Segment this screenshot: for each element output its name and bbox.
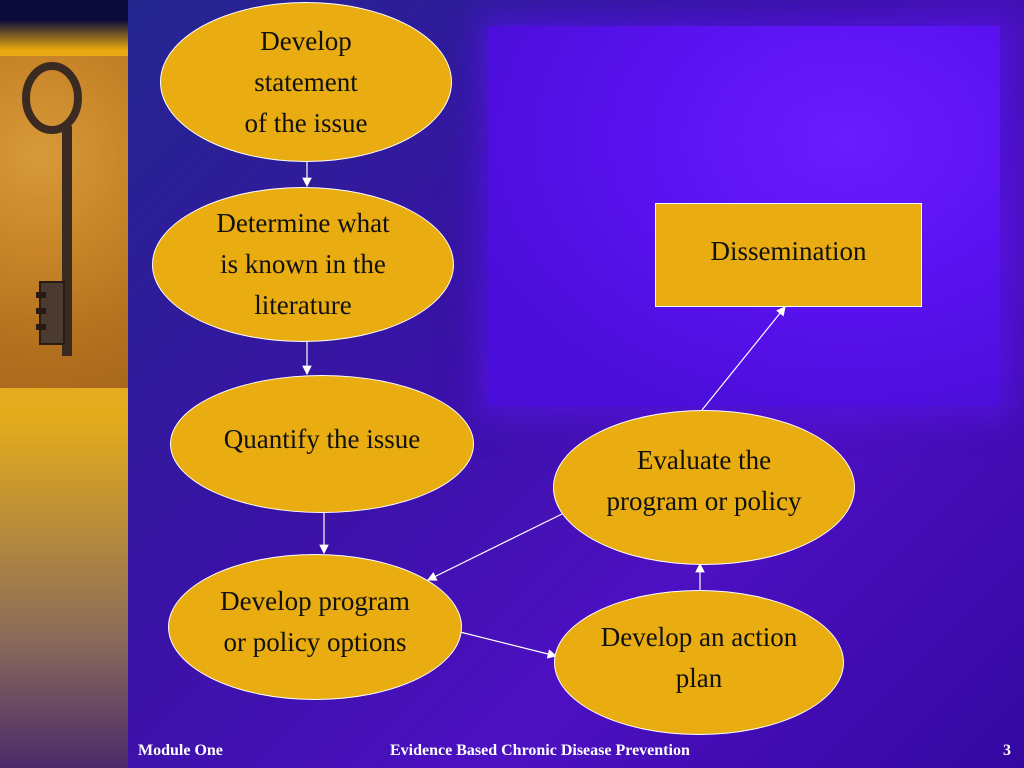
key-icon (22, 62, 82, 356)
node-quantify-issue-label: Quantify the issue (223, 423, 421, 454)
node-develop-statement: Develop statement of the issue (160, 2, 452, 162)
arrow-options-to-action (459, 631, 558, 659)
node-determine-known-label: Determine what is known in the literatur… (216, 208, 390, 320)
footer-page-number: 3 (1003, 742, 1011, 759)
node-dissemination: Dissemination (655, 203, 922, 307)
node-evaluate-label: Evaluate the program or policy (606, 444, 802, 516)
node-action-plan: Develop an action plan (554, 590, 844, 735)
footer: Module One Evidence Based Chronic Diseas… (0, 740, 1024, 764)
footer-module: Module One (138, 742, 223, 759)
footer-title: Evidence Based Chronic Disease Preventio… (390, 742, 690, 759)
node-dissemination-label: Dissemination (710, 235, 867, 266)
node-develop-options: Develop program or policy options (168, 554, 462, 700)
node-quantify-issue: Quantify the issue (170, 375, 474, 513)
node-develop-options-label: Develop program or policy options (220, 586, 410, 657)
arrow-evaluate-to-dissemination (701, 306, 786, 411)
node-determine-known: Determine what is known in the literatur… (152, 187, 454, 342)
node-evaluate: Evaluate the program or policy (553, 410, 855, 565)
node-action-plan-label: Develop an action plan (600, 621, 798, 693)
key-image (0, 56, 128, 388)
node-develop-statement-label: Develop statement of the issue (244, 25, 368, 138)
arrow-evaluate-to-options (426, 513, 563, 581)
